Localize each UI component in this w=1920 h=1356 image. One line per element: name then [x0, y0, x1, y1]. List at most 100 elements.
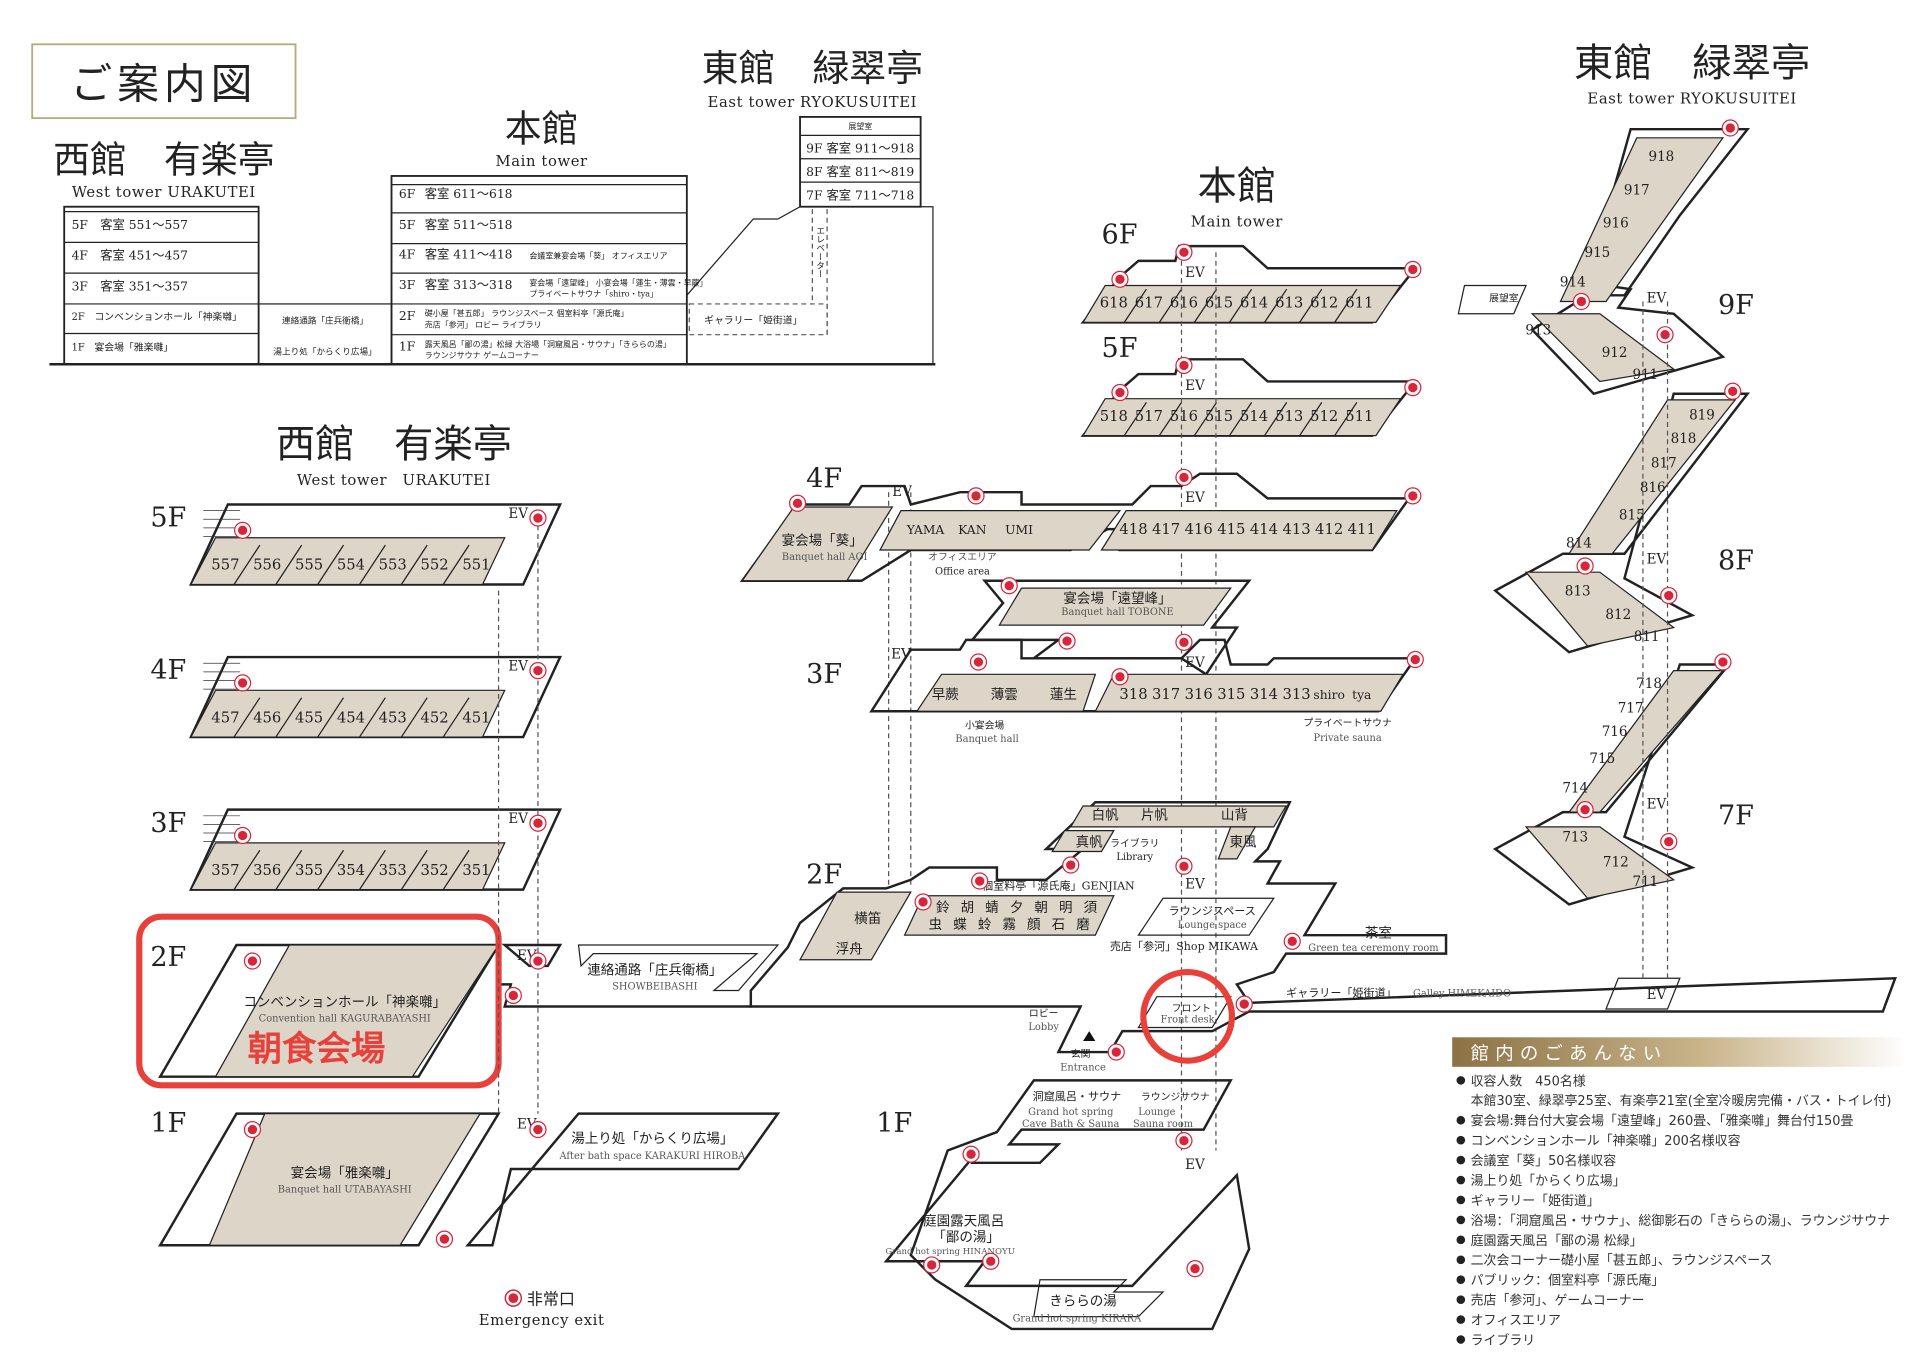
- east-8f-ev: EV: [1647, 552, 1667, 568]
- bullet-icon: [1456, 1235, 1466, 1245]
- east-8f-label: 8F: [1718, 546, 1754, 577]
- east-7f-ev: EV: [1647, 796, 1667, 812]
- bridge-en: SHOWBEIBASHI: [612, 981, 697, 992]
- main-floor-label: 6F: [1102, 220, 1138, 251]
- section-east-top: 展望室: [848, 121, 872, 131]
- room-number: 617: [1135, 295, 1163, 312]
- afterbath-en: After bath space KARAKURI HIROBA: [558, 1151, 746, 1162]
- kagurabayashi-label: コンベンションホール「神楽囃」: [243, 995, 446, 1011]
- room-number: 555: [295, 557, 323, 574]
- emergency-exit-dot: [1062, 636, 1072, 646]
- emergency-exit-dot: [533, 956, 543, 966]
- room-number: 352: [421, 862, 449, 879]
- emergency-exit-dot: [1408, 382, 1418, 393]
- genjian-label: 個室料亭「源氏庵」GENJIAN: [982, 879, 1135, 893]
- guide-item: ライブラリ: [1471, 1332, 1536, 1348]
- office-en: Office area: [935, 567, 990, 578]
- section-main-row-note2: ラウンジサウナ ゲームコーナー: [425, 350, 539, 360]
- aoi-en: Banquet hall AOI: [782, 552, 868, 563]
- room-number: 511: [1345, 408, 1373, 425]
- section-main-row-note2: プライベートサウナ「shiro・tya」: [529, 290, 658, 299]
- guide-title: 館内のごあんない: [1471, 1043, 1668, 1064]
- private-room: 石: [1052, 917, 1066, 933]
- emergency-exit-dot: [966, 1149, 976, 1159]
- entrance-en: Entrance: [1060, 1063, 1106, 1074]
- room-divider: [1193, 402, 1218, 436]
- room-number: 819: [1689, 408, 1715, 424]
- section-west-row: 5F 客室 551〜557: [72, 217, 188, 232]
- room-divider: [1334, 288, 1358, 323]
- room-divider: [1158, 402, 1183, 436]
- room-number: 554: [337, 557, 365, 574]
- room-number: 714: [1562, 780, 1588, 796]
- gallery-label: ギャラリー「姫街道」: [1286, 986, 1397, 1000]
- emergency-exit-markers: [234, 119, 1742, 1278]
- emergency-exit-dot: [1190, 1263, 1200, 1274]
- room-number: 356: [253, 862, 281, 879]
- room-number: 815: [1619, 507, 1645, 523]
- section-main-row-rooms: 客室 313〜318: [425, 277, 513, 292]
- east-7f-label: 7F: [1718, 800, 1754, 831]
- emergency-exit-dot: [1111, 1047, 1121, 1057]
- lounge-label: ラウンジスペース: [1169, 904, 1256, 917]
- private-room: 須: [1084, 900, 1098, 916]
- main-floor-ev: EV: [1185, 265, 1205, 281]
- lobby-en: Lobby: [1028, 1022, 1059, 1033]
- private-room: 磨: [1076, 917, 1090, 933]
- section-diagram: 西館 有楽亭 West tower URAKUTEI 本館 Main tower…: [49, 47, 936, 366]
- emergency-exit-dot: [975, 876, 985, 886]
- room-number: 917: [1624, 182, 1650, 198]
- room-number: 711: [1632, 874, 1658, 890]
- west-floor-rooms: [189, 689, 506, 738]
- room-number: 317: [1152, 686, 1180, 703]
- west-floor-rooms: [189, 842, 506, 891]
- west-tower-name: 西館 有楽亭: [276, 422, 512, 468]
- emergency-exit-dot: [247, 956, 258, 966]
- guide-item: パブリック：個室料亭「源氏庵」: [1471, 1273, 1665, 1289]
- small-hall-room: 蓮生: [1050, 687, 1077, 703]
- kirara-label: きららの湯: [1049, 1293, 1117, 1310]
- emergency-exit-dot: [1179, 472, 1189, 483]
- room-number: 914: [1560, 275, 1586, 291]
- lounge-sauna-en1: Lounge: [1138, 1107, 1175, 1118]
- room-number: 451: [462, 709, 490, 726]
- room-number: 453: [379, 709, 407, 726]
- emergency-exit-dot: [1725, 123, 1735, 133]
- emergency-exit-dot: [237, 678, 248, 688]
- section-main-row-floor: 5F: [399, 218, 416, 232]
- emergency-exit-dot: [971, 491, 981, 501]
- room-divider: [359, 849, 386, 890]
- room-number: 614: [1240, 295, 1268, 312]
- room-number: 812: [1605, 607, 1631, 623]
- bullet-icon: [1456, 1215, 1466, 1225]
- section-east-row: 9F 客室 911〜918: [806, 141, 914, 156]
- map-title-text: ご案内図: [70, 59, 257, 108]
- front-desk-en: Front desk: [1161, 1015, 1216, 1026]
- guide-item: 庭園露天風呂「鄙の湯 松緑」: [1471, 1233, 1643, 1249]
- library-room: 片帆: [1141, 808, 1169, 824]
- tobone-en: Banquet hall TOBONE: [1061, 607, 1173, 618]
- library-room: 東風: [1229, 835, 1257, 851]
- room-divider: [442, 544, 470, 585]
- hinanoyu-en: Grand hot spring HINANOYU: [885, 1247, 1015, 1257]
- room-number: 918: [1648, 149, 1674, 165]
- room-number: 517: [1135, 408, 1163, 425]
- cave-bath-en1: Grand hot spring: [1028, 1107, 1113, 1118]
- room-divider: [1228, 402, 1253, 436]
- section-main-row-floor: 4F: [399, 247, 416, 261]
- main-1f-label: 1F: [876, 1108, 912, 1139]
- room-number: 915: [1584, 245, 1610, 261]
- section-main-row-rooms: 客室 611〜618: [425, 186, 513, 201]
- library-room: 真帆: [1076, 835, 1104, 851]
- section-main-row-note: 宴会場「遠望峰」 小宴会場「蓮生・薄雲・早蕨」: [529, 277, 707, 287]
- private-room: 鈴: [936, 900, 950, 916]
- main-2f-ev: EV: [1185, 876, 1205, 892]
- small-hall-en: Banquet hall: [955, 734, 1018, 745]
- room-number: 613: [1275, 295, 1303, 312]
- private-room: 顔: [1027, 917, 1041, 933]
- section-main-row-note2: 売店「参河」 ロビー ライブラリ: [425, 319, 542, 329]
- emergency-exit-dot: [1287, 936, 1297, 947]
- section-west-name: 西館 有楽亭: [53, 138, 274, 181]
- room-divider: [1334, 402, 1358, 436]
